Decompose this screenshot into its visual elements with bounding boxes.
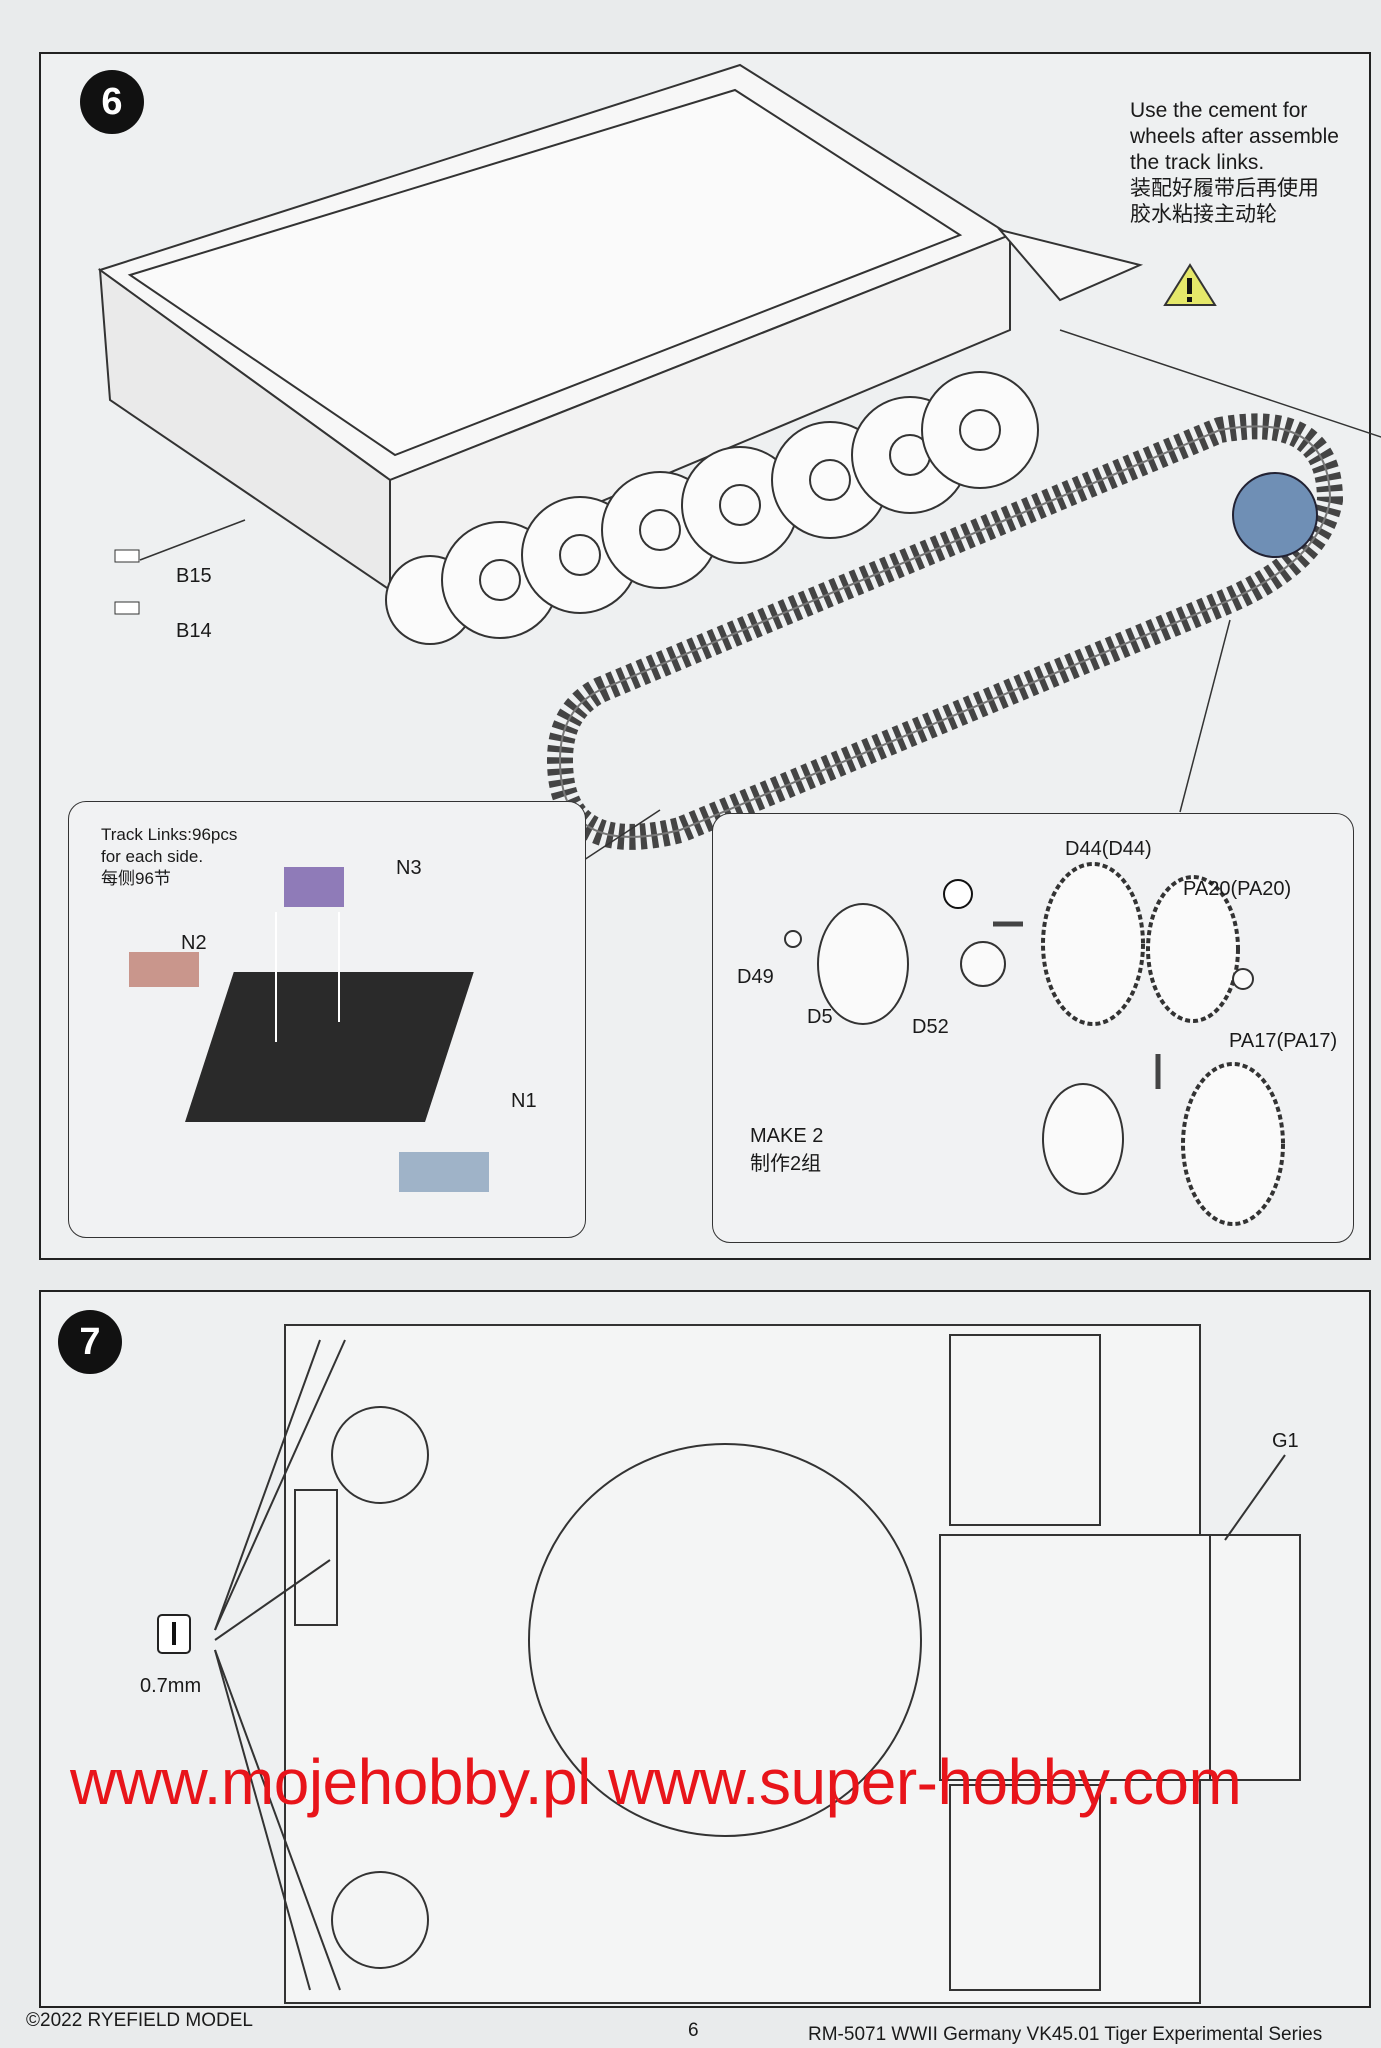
part-b15-label: B15 (176, 565, 212, 587)
sprocket-assembly-inset: D44(D44) PA20(PA20) D49 D5 D52 PA17(PA17… (712, 813, 1354, 1243)
part-n3-shape (284, 867, 344, 907)
road-wheels (385, 371, 1039, 645)
part-pa20-sprocket (1146, 875, 1240, 1023)
note-line: wheels after assemble (1130, 125, 1339, 148)
make-en: MAKE 2 (750, 1125, 824, 1147)
part-g1-label: G1 (1272, 1430, 1299, 1452)
make-2-label: MAKE 2 制作2组 (750, 1122, 823, 1178)
insert-arrows (275, 912, 340, 1042)
cement-note: Use the cement for wheels after assemble… (1130, 98, 1339, 228)
part-d49-label: D49 (737, 966, 774, 988)
part-d49-shape (784, 930, 802, 948)
final-drive-housing (817, 903, 909, 1025)
track-text-line: for each side. (101, 847, 204, 866)
step-7-number: 7 (58, 1310, 122, 1374)
part-d52-shape (960, 941, 1006, 987)
tank-hull-illustration (97, 63, 1381, 861)
warning-exclamation-dot (1187, 297, 1192, 302)
assembly-arrows (993, 921, 1161, 1089)
part-d44-label: D44(D44) (1065, 838, 1152, 860)
part-pa17-label: PA17(PA17) (1229, 1030, 1338, 1052)
watermark: www.mojehobby.pl www.super-hobby.com (70, 1746, 1242, 1818)
track-links-illustration (129, 867, 489, 1192)
track-links-block (185, 972, 474, 1122)
track-text-zh: 每侧96节 (101, 869, 171, 888)
assembled-sprocket (1181, 1062, 1285, 1226)
sprocket-illustration (784, 862, 1285, 1226)
part-n2-shape (129, 952, 199, 987)
note-line-zh: 胶水粘接主动轮 (1130, 203, 1277, 226)
track-text-line: Track Links:96pcs (101, 825, 238, 844)
track-links-inset: Track Links:96pcs for each side. 每侧96节 N… (68, 801, 586, 1238)
part-n1-shape (399, 1152, 489, 1192)
part-b14-label: B14 (176, 620, 212, 642)
note-line: the track links. (1130, 151, 1265, 174)
warning-exclamation-mark (1187, 278, 1192, 294)
drive-sprocket (1232, 472, 1318, 558)
part-d44-sprocket (1041, 862, 1145, 1026)
note-line-zh: 装配好履带后再使用 (1130, 177, 1319, 200)
hull-interior (127, 88, 963, 457)
assembled-housing (1042, 1083, 1124, 1195)
part-b14-shape (114, 601, 140, 615)
drill-size-label: 0.7mm (140, 1675, 202, 1697)
part-d5x-label: D5 (807, 1006, 833, 1028)
page-number: 6 (688, 2020, 699, 2041)
part-pa17-shape (1232, 968, 1254, 990)
part-d52-label: D52 (912, 1016, 949, 1038)
track-outline (558, 425, 1332, 838)
copyright: ©2022 RYEFIELD MODEL (26, 2010, 253, 2031)
leader-lines (139, 329, 1381, 861)
track-links-text: Track Links:96pcs for each side. 每侧96节 (101, 824, 237, 890)
make-zh: 制作2组 (750, 1153, 822, 1175)
part-n3-label: N3 (396, 857, 422, 879)
glacis-plate (997, 228, 1144, 302)
series-title: RM-5071 WWII Germany VK45.01 Tiger Exper… (808, 2024, 1323, 2045)
step-7-panel (39, 1290, 1371, 2008)
part-b15-shape (114, 549, 140, 563)
part-n2-label: N2 (181, 932, 207, 954)
part-n1-label: N1 (511, 1090, 537, 1112)
hull-side (389, 233, 1011, 592)
note-line: Use the cement for (1130, 99, 1308, 122)
no-cement-icon (943, 879, 973, 909)
part-pa20-label: PA20(PA20) (1183, 878, 1292, 900)
step-6-number: 6 (80, 70, 144, 134)
